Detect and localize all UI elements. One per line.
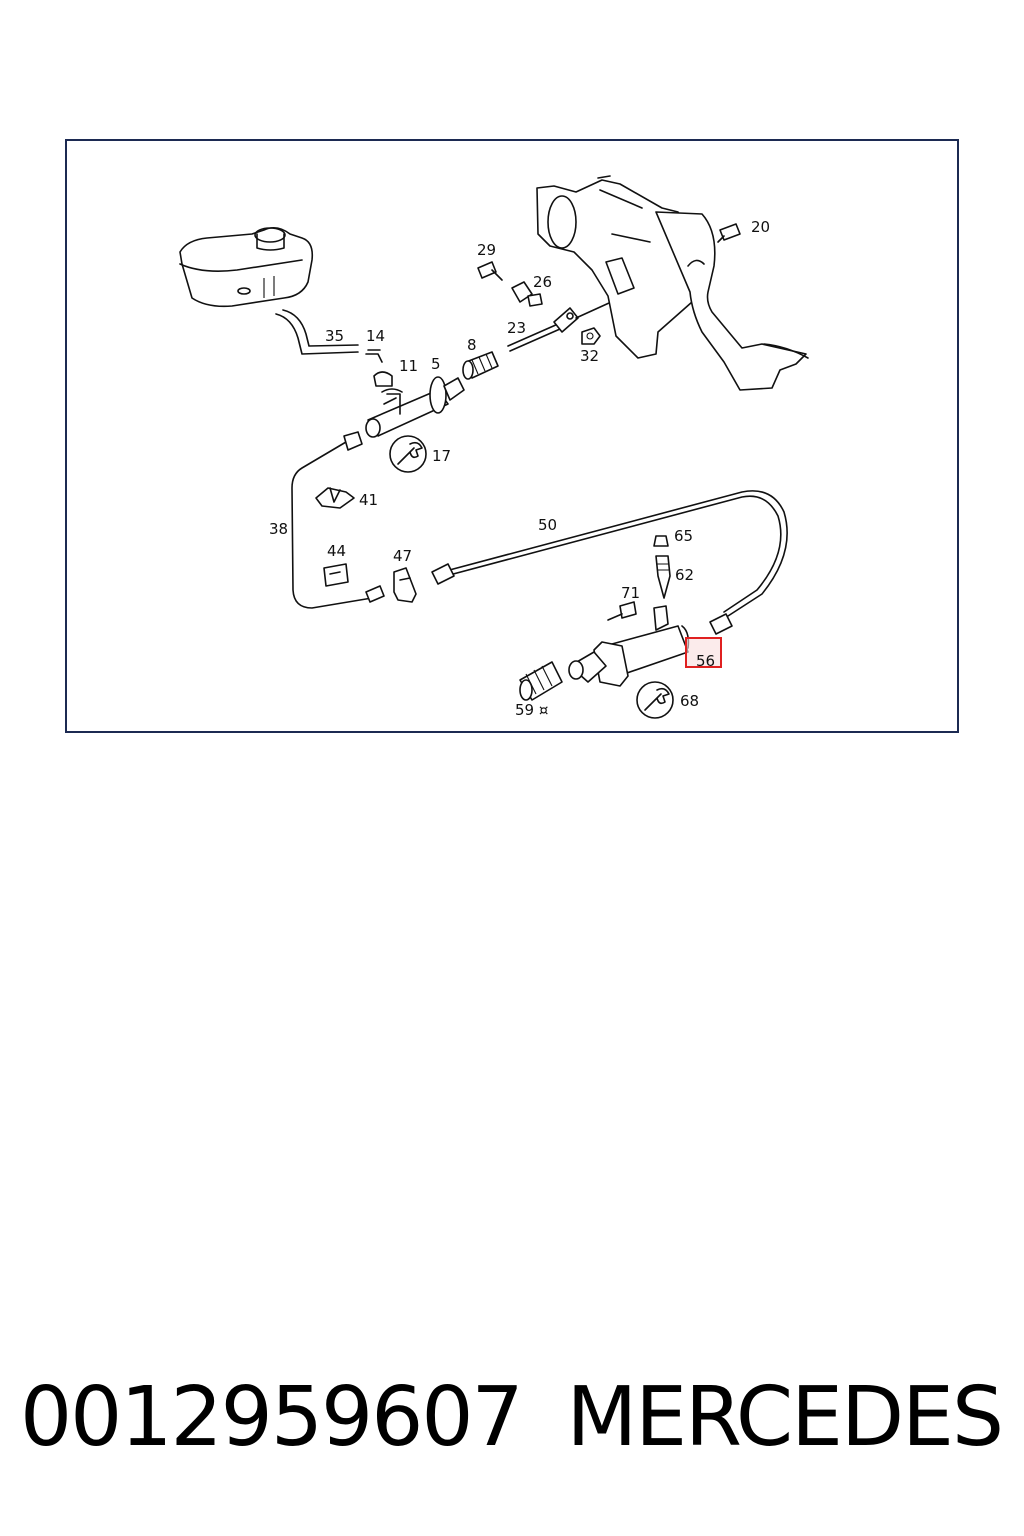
- label-47[interactable]: 47: [393, 547, 412, 565]
- fitting-26[interactable]: [511, 281, 543, 307]
- label-32[interactable]: 32: [580, 347, 599, 365]
- label-11[interactable]: 11: [399, 357, 418, 375]
- pedal-bracket[interactable]: [536, 175, 809, 391]
- label-35[interactable]: 35: [325, 327, 344, 345]
- label-44[interactable]: 44: [327, 542, 346, 560]
- parts-diagram: 20 29 26 35 14 11 5 8 23 32 17 41 38 50 …: [179, 175, 809, 719]
- footer: 0012959607 MERCEDES: [0, 1368, 1024, 1468]
- clip-44[interactable]: [323, 563, 349, 587]
- label-65[interactable]: 65: [674, 527, 693, 545]
- label-20[interactable]: 20: [751, 218, 770, 236]
- label-17[interactable]: 17: [432, 447, 451, 465]
- highlight-box: [685, 637, 722, 668]
- part-number: 0012959607: [20, 1370, 524, 1465]
- wrench-icon: [636, 681, 674, 719]
- label-62[interactable]: 62: [675, 566, 694, 584]
- label-59[interactable]: 59 ¤: [515, 701, 548, 719]
- bracket-47[interactable]: [393, 567, 417, 603]
- elbow-connector[interactable]: [365, 349, 393, 387]
- nut[interactable]: [581, 327, 601, 345]
- label-5[interactable]: 5: [431, 355, 441, 373]
- bleeder-valve[interactable]: [655, 555, 671, 599]
- clip-41[interactable]: [315, 487, 355, 509]
- label-68[interactable]: 68: [680, 692, 699, 710]
- label-38[interactable]: 38: [269, 520, 288, 538]
- brand-name: MERCEDES: [566, 1370, 1004, 1465]
- boot-59[interactable]: [519, 661, 563, 701]
- label-56[interactable]: 56: [696, 652, 715, 670]
- pipe-38[interactable]: [291, 431, 385, 609]
- bolt-20[interactable]: [717, 223, 741, 243]
- label-41[interactable]: 41: [359, 491, 378, 509]
- label-26[interactable]: 26: [533, 273, 552, 291]
- bolt-71[interactable]: [607, 601, 637, 621]
- slave-cylinder[interactable]: [568, 605, 690, 687]
- dust-boot[interactable]: [462, 351, 499, 380]
- master-cylinder[interactable]: [365, 376, 465, 438]
- label-8[interactable]: 8: [467, 336, 477, 354]
- label-50[interactable]: 50: [538, 516, 557, 534]
- label-71[interactable]: 71: [621, 584, 640, 602]
- diagram-frame: 20 29 26 35 14 11 5 8 23 32 17 41 38 50 …: [65, 139, 959, 733]
- push-rod[interactable]: [507, 297, 621, 352]
- label-14[interactable]: 14: [366, 327, 385, 345]
- hose[interactable]: [275, 309, 359, 355]
- pipe-50[interactable]: [431, 490, 788, 635]
- label-29[interactable]: 29: [477, 241, 496, 259]
- fluid-reservoir[interactable]: [179, 226, 314, 308]
- bleeder-cap[interactable]: [653, 535, 669, 547]
- label-23[interactable]: 23: [507, 319, 526, 337]
- wrench-icon: [389, 435, 427, 473]
- bolt-29[interactable]: [477, 261, 503, 281]
